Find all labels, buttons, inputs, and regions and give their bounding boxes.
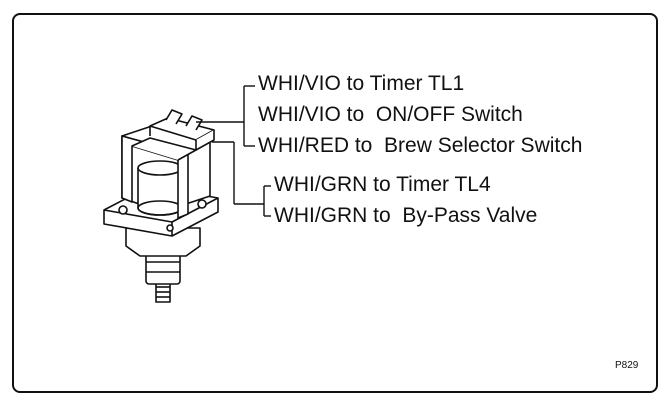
wire-label-grn-timer: WHI/GRN to Timer TL4 bbox=[274, 173, 491, 196]
wiring-diagram bbox=[103, 85, 271, 303]
wire-label-vio-timer: WHI/VIO to Timer TL1 bbox=[258, 72, 465, 95]
figure-reference: P829 bbox=[615, 360, 639, 371]
wire-label-vio-switch: WHI/VIO to ON/OFF Switch bbox=[258, 103, 523, 126]
solenoid-valve-icon bbox=[103, 109, 219, 303]
wire-label-grn-bypass: WHI/GRN to By-Pass Valve bbox=[274, 204, 538, 227]
wire-label-red-brew: WHI/RED to Brew Selector Switch bbox=[258, 134, 583, 157]
leader-lines bbox=[196, 85, 271, 217]
